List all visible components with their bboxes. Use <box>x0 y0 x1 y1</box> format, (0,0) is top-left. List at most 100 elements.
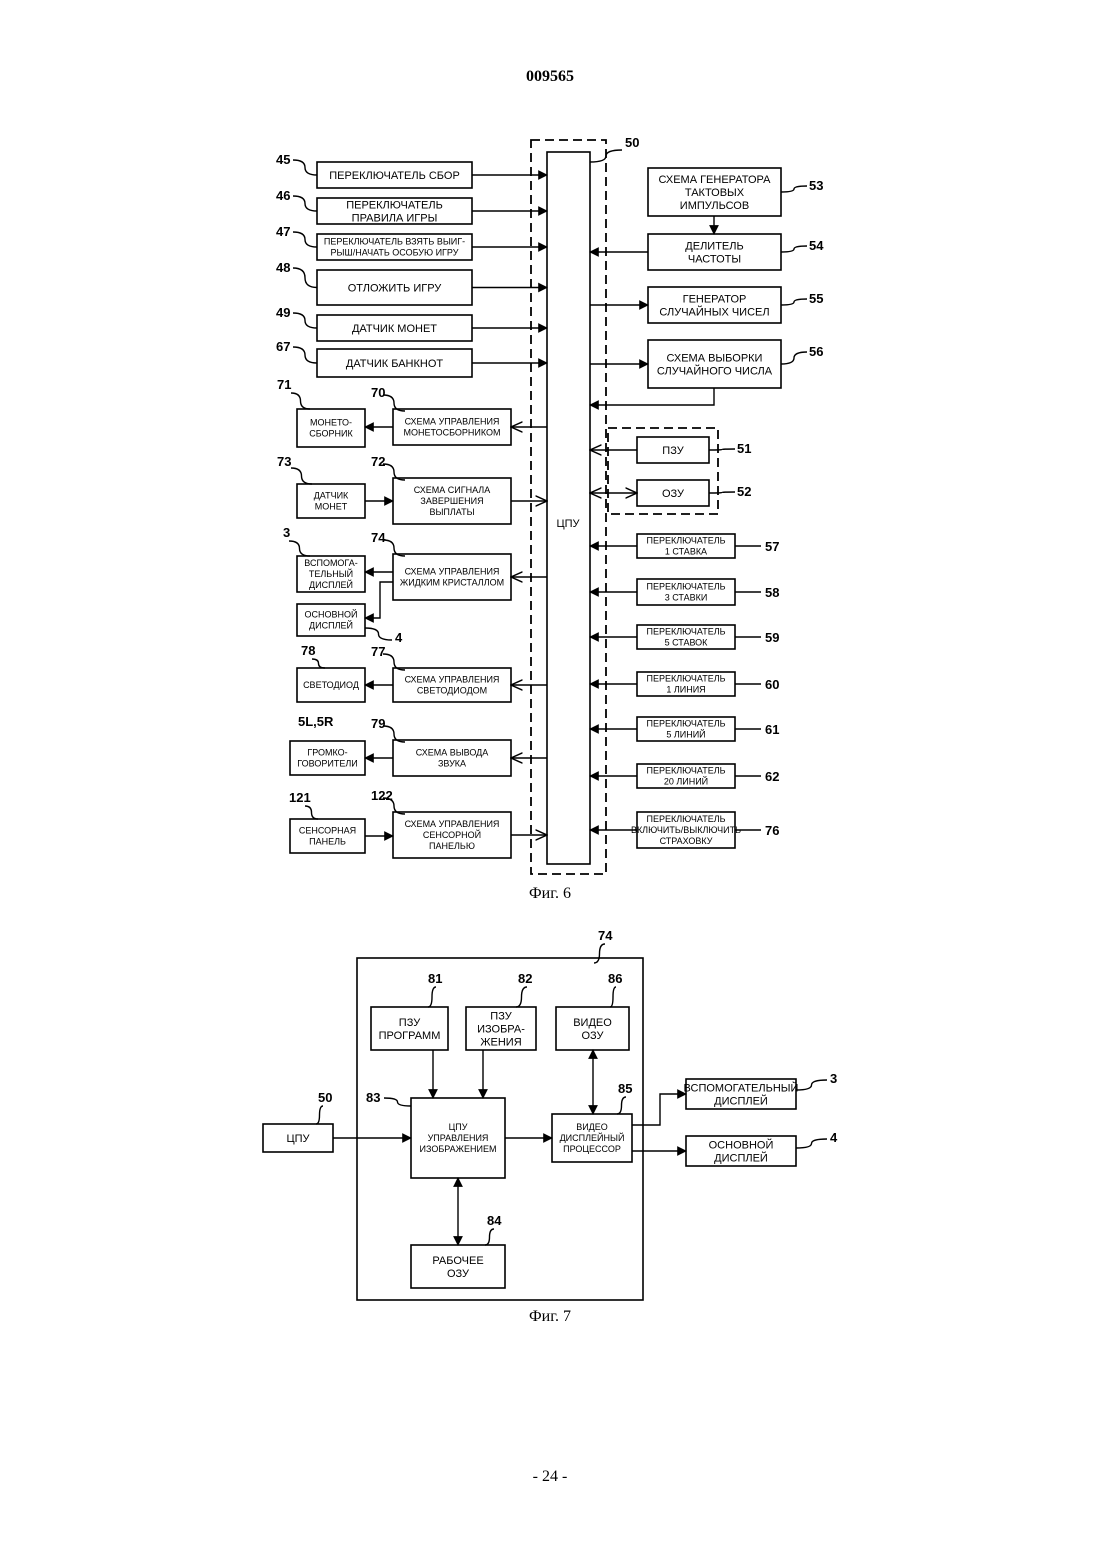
device-block-71: МОНЕТО-СБОРНИК <box>297 409 365 447</box>
right-leader-54 <box>781 246 807 252</box>
switch-block-57-label-2: 1 СТАВКА <box>665 547 707 557</box>
circuit-ref-74: 74 <box>371 530 386 545</box>
device-block-3-label-2: ТЕЛЬНЫЙ <box>309 568 353 579</box>
fig7-image-rom: ПЗУИЗОБРА-ЖЕНИЯ <box>466 1007 536 1050</box>
device-block-4-label-1: ОСНОВНОЙ <box>305 609 358 620</box>
device-leader-73 <box>291 468 312 484</box>
fig7-image-cpu-label-1: ЦПУ <box>449 1122 468 1132</box>
right-block-53-label-3: ИМПУЛЬСОВ <box>680 200 749 212</box>
switch-block-57: ПЕРЕКЛЮЧАТЕЛЬ1 СТАВКА <box>637 534 735 558</box>
right-block-54-label-1: ДЕЛИТЕЛЬ <box>685 240 743 252</box>
circuit-block-79-label-2: ЗВУКА <box>438 759 466 769</box>
right-ref-51: 51 <box>737 441 751 456</box>
switch-block-76-label-3: СТРАХОВКУ <box>660 836 713 846</box>
device-ref-4: 4 <box>395 630 403 645</box>
fig7-image-rom-label-2: ИЗОБРА- <box>477 1023 525 1035</box>
device-leader-121 <box>305 806 318 819</box>
circuit-block-72: СХЕМА СИГНАЛАЗАВЕРШЕНИЯВЫПЛАТЫ <box>393 478 511 524</box>
device-leader-78 <box>312 659 325 668</box>
switch-block-60-label-1: ПЕРЕКЛЮЧАТЕЛЬ <box>646 674 725 684</box>
figure-7-diagram: 74ЦПУПЗУПРОГРАММПЗУИЗОБРА-ЖЕНИЯВИДЕООЗУЦ… <box>263 928 838 1300</box>
circuit-block-70: СХЕМА УПРАВЛЕНИЯМОНЕТОСБОРНИКОМ <box>393 409 511 445</box>
right-block-54-label-2: ЧАСТОТЫ <box>688 253 741 265</box>
input-ref-67: 67 <box>276 339 290 354</box>
input-block-47-label-2: РЫШ/НАЧАТЬ ОСОБУЮ ИГРУ <box>331 248 459 258</box>
right-ref-53: 53 <box>809 178 823 193</box>
right-block-51-label-1: ПЗУ <box>662 445 684 457</box>
device-leader-4 <box>365 628 392 640</box>
fig7-video-ram: ВИДЕООЗУ <box>556 1007 629 1050</box>
right-block-56-label-2: СЛУЧАЙНОГО ЧИСЛА <box>657 364 773 377</box>
right-block-55-label-1: ГЕНЕРАТОР <box>683 293 747 305</box>
right-block-54: ДЕЛИТЕЛЬЧАСТОТЫ <box>648 234 781 270</box>
circuit-block-72-label-2: ЗАВЕРШЕНИЯ <box>420 496 483 506</box>
fig7-image-cpu-ref: 83 <box>366 1090 380 1105</box>
right-block-52: ОЗУ <box>637 480 709 506</box>
circuit-block-77-label-1: СХЕМА УПРАВЛЕНИЯ <box>405 675 500 685</box>
input-block-67: ДАТЧИК БАНКНОТ <box>317 349 472 377</box>
fig7-main-display-label-1: ОСНОВНОЙ <box>709 1138 774 1151</box>
right-ref-54: 54 <box>809 238 824 253</box>
input-block-46-label-2: ПРАВИЛА ИГРЫ <box>352 212 438 224</box>
circuit-ref-77: 77 <box>371 644 385 659</box>
fig7-main-display-label-2: ДИСПЛЕЙ <box>714 1151 768 1164</box>
fig7-work-ram-label-1: РАБОЧЕЕ <box>432 1255 483 1267</box>
device-block-5L-5R-label-2: ГОВОРИТЕЛИ <box>297 759 357 769</box>
switch-ref-57: 57 <box>765 539 779 554</box>
input-block-49: ДАТЧИК МОНЕТ <box>317 315 472 341</box>
device-block-73: ДАТЧИКМОНЕТ <box>297 484 365 518</box>
circuit-block-74-label-1: СХЕМА УПРАВЛЕНИЯ <box>405 567 500 577</box>
circuit-block-72-label-3: ВЫПЛАТЫ <box>429 507 474 517</box>
input-block-45-label-1: ПЕРЕКЛЮЧАТЕЛЬ СБОР <box>329 170 460 182</box>
switch-block-62: ПЕРЕКЛЮЧАТЕЛЬ20 ЛИНИЙ <box>637 764 735 788</box>
circuit-block-70-label-2: МОНЕТОСБОРНИКОМ <box>403 428 500 438</box>
switch-ref-76: 76 <box>765 823 779 838</box>
right-block-56-label-1: СХЕМА ВЫБОРКИ <box>667 352 763 364</box>
arrow-74-to-4 <box>365 582 393 618</box>
cpu-ref-number: 50 <box>625 135 639 150</box>
right-ref-56: 56 <box>809 344 823 359</box>
switch-block-57-label-1: ПЕРЕКЛЮЧАТЕЛЬ <box>646 536 725 546</box>
device-block-78: СВЕТОДИОД <box>297 668 365 702</box>
device-block-73-label-1: ДАТЧИК <box>314 491 349 501</box>
fig7-main-display: ОСНОВНОЙДИСПЛЕЙ <box>686 1136 796 1166</box>
circuit-block-72-label-1: СХЕМА СИГНАЛА <box>414 485 490 495</box>
circuit-ref-70: 70 <box>371 385 385 400</box>
circuit-ref-72: 72 <box>371 454 385 469</box>
figure-6-diagram: ЦПУ50ПЕРЕКЛЮЧАТЕЛЬ СБОР45ПЕРЕКЛЮЧАТЕЛЬПР… <box>276 135 824 874</box>
device-block-121: СЕНСОРНАЯПАНЕЛЬ <box>290 819 365 853</box>
input-block-47: ПЕРЕКЛЮЧАТЕЛЬ ВЗЯТЬ ВЫИГ-РЫШ/НАЧАТЬ ОСОБ… <box>317 234 472 260</box>
switch-block-60: ПЕРЕКЛЮЧАТЕЛЬ1 ЛИНИЯ <box>637 672 735 696</box>
device-block-4: ОСНОВНОЙДИСПЛЕЙ <box>297 604 365 636</box>
fig7-sub-display-leader <box>796 1080 827 1090</box>
device-ref-78: 78 <box>301 643 315 658</box>
circuit-block-122-label-3: ПАНЕЛЬЮ <box>429 841 475 851</box>
switch-block-76-label-2: ВКЛЮЧИТЬ/ВЫКЛЮЧИТЬ <box>631 825 741 835</box>
input-ref-49: 49 <box>276 305 290 320</box>
right-block-53: СХЕМА ГЕНЕРАТОРАТАКТОВЫХИМПУЛЬСОВ <box>648 168 781 216</box>
switch-block-61: ПЕРЕКЛЮЧАТЕЛЬ5 ЛИНИЙ <box>637 717 735 741</box>
device-ref-73: 73 <box>277 454 291 469</box>
input-block-67-label-1: ДАТЧИК БАНКНОТ <box>346 358 444 370</box>
input-ref-45: 45 <box>276 152 290 167</box>
right-ref-55: 55 <box>809 291 823 306</box>
fig7-image-rom-label-1: ПЗУ <box>490 1010 512 1022</box>
device-block-71-label-2: СБОРНИК <box>309 429 353 439</box>
device-block-71-label-1: МОНЕТО- <box>310 418 352 428</box>
circuit-ref-79: 79 <box>371 716 385 731</box>
circuit-ref-122: 122 <box>371 788 393 803</box>
fig7-work-ram-label-2: ОЗУ <box>447 1268 470 1280</box>
fig7-sub-display-label-1: ВСПОМОГАТЕЛЬНЫЙ <box>684 1081 799 1094</box>
fig7-cpu-ref: 50 <box>318 1090 332 1105</box>
device-block-73-label-2: МОНЕТ <box>315 502 348 512</box>
fig7-work-ram: РАБОЧЕЕОЗУ <box>411 1245 505 1288</box>
fig7-program-rom-label-1: ПЗУ <box>399 1017 421 1029</box>
fig7-video-ram-label-1: ВИДЕО <box>573 1017 612 1029</box>
input-block-48-label-1: ОТЛОЖИТЬ ИГРУ <box>348 282 443 294</box>
input-leader-67 <box>293 347 317 363</box>
device-block-121-label-2: ПАНЕЛЬ <box>309 837 346 847</box>
right-leader-53 <box>781 186 807 192</box>
switch-ref-61: 61 <box>765 722 779 737</box>
lcd-controller-ref: 74 <box>598 928 613 943</box>
right-leader-52 <box>709 492 735 493</box>
